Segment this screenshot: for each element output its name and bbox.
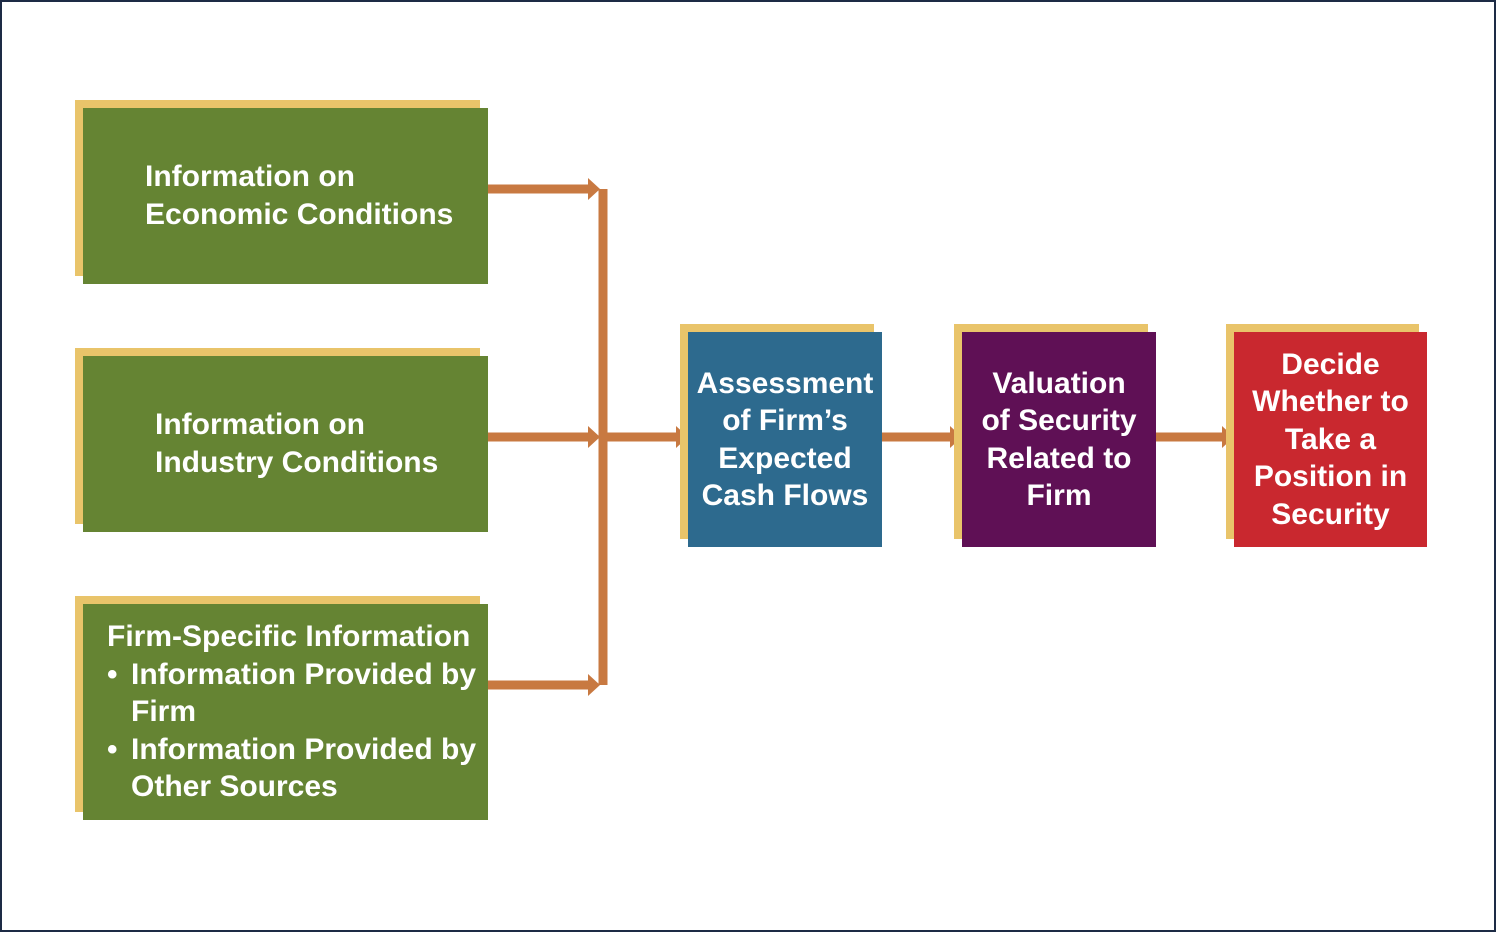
decision-box: Decide Whether to Take a Position in Sec… <box>1234 332 1427 547</box>
valuation-node: Valuation of Security Related to Firm <box>954 324 1156 547</box>
firm-specific-title: Firm-Specific Information <box>107 620 471 654</box>
economic-conditions-box: Information on Economic Conditions <box>83 108 488 284</box>
arrowhead-economic <box>588 178 600 200</box>
economic-line2: Economic Conditions <box>145 198 454 231</box>
firm-specific-bullet: Information Provided by Firm <box>107 656 478 731</box>
assessment-box: Assessment of Firm’s Expected Cash Flows <box>688 332 882 547</box>
industry-line2: Industry Conditions <box>155 446 439 479</box>
industry-conditions-box: Information on Industry Conditions <box>83 356 488 532</box>
firm-specific-box: Firm-Specific Information Information Pr… <box>83 604 488 820</box>
assessment-text: Assessment of Firm’s Expected Cash Flows <box>696 366 874 513</box>
industry-conditions-node: Information on Industry Conditions <box>75 348 488 532</box>
industry-line1: Information on <box>155 408 365 441</box>
economic-conditions-node: Information on Economic Conditions <box>75 100 488 284</box>
firm-specific-list: Information Provided by Firm Information… <box>107 656 478 806</box>
economic-line1: Information on <box>145 160 355 193</box>
valuation-box: Valuation of Security Related to Firm <box>962 332 1156 547</box>
decision-node: Decide Whether to Take a Position in Sec… <box>1226 324 1427 547</box>
assessment-node: Assessment of Firm’s Expected Cash Flows <box>680 324 882 547</box>
firm-specific-bullet: Information Provided by Other Sources <box>107 731 478 806</box>
valuation-text: Valuation of Security Related to Firm <box>981 366 1137 513</box>
arrowhead-industry <box>588 426 600 448</box>
firm-specific-node: Firm-Specific Information Information Pr… <box>75 596 488 820</box>
decision-text: Decide Whether to Take a Position in Sec… <box>1252 347 1409 531</box>
arrowhead-firm-specific <box>588 674 600 696</box>
